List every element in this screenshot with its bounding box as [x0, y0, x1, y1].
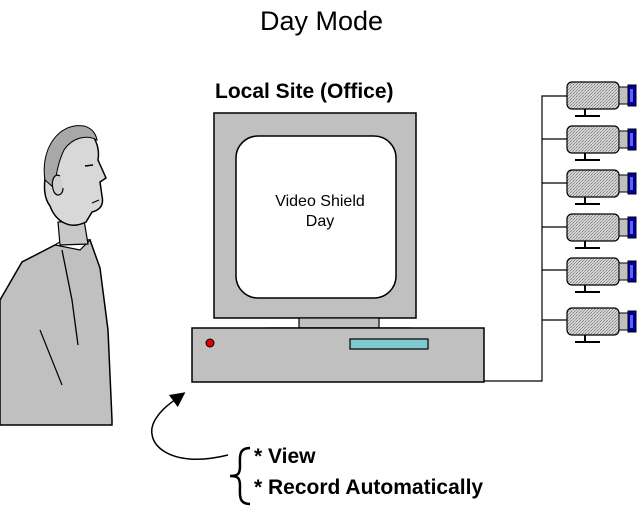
monitor-icon	[213, 112, 417, 337]
security-camera-icon	[566, 169, 637, 205]
feature-view: * View	[254, 445, 316, 468]
site-label: Local Site (Office)	[215, 80, 394, 103]
screen-line-2: Day	[305, 213, 335, 230]
security-camera-icon	[566, 307, 637, 343]
curved-arrow-icon	[150, 392, 229, 460]
screen-line-1: Video Shield	[275, 193, 365, 210]
camera-cable	[484, 95, 567, 382]
screen-label: Video Shield Day	[255, 192, 385, 232]
drive-slot-icon	[349, 338, 429, 350]
camera-group	[566, 81, 637, 343]
feature-record: * Record Automatically	[254, 476, 484, 499]
security-camera-icon	[566, 213, 637, 249]
curly-brace-icon	[229, 446, 251, 506]
diagram-title: Day Mode	[259, 6, 384, 36]
person-icon	[0, 125, 113, 426]
power-led-icon	[205, 338, 215, 348]
security-camera-icon	[566, 257, 637, 293]
computer-case-icon	[191, 327, 485, 383]
security-camera-icon	[566, 125, 637, 161]
security-camera-icon	[566, 81, 637, 117]
